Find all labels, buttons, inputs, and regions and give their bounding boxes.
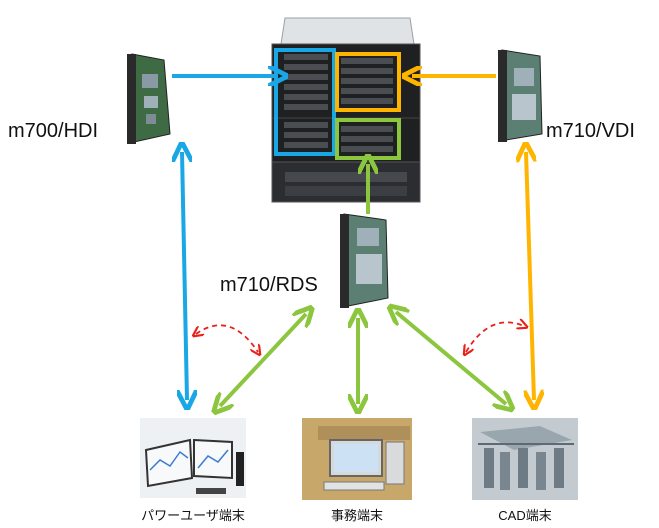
power-user-terminal-image <box>140 418 246 498</box>
arrow-m710-rds-to-cad <box>396 312 506 404</box>
arrow-m700-to-power-user <box>182 152 187 400</box>
server-chassis-image <box>271 17 421 203</box>
label-cad-terminal: CAD端末 <box>498 508 552 523</box>
label-m700: m700/HDI <box>8 120 99 142</box>
arrow-m710-rds-to-power-user <box>220 314 306 406</box>
label-m710-vdi: m710/VDI <box>546 120 635 142</box>
office-terminal-image <box>302 418 412 500</box>
label-office-terminal: 事務端末 <box>330 508 383 523</box>
dashed-arrow-right <box>466 322 524 352</box>
dashed-arrow-left <box>196 324 258 352</box>
arrow-m710-vdi-to-cad <box>526 152 534 400</box>
cad-terminal-image <box>472 418 578 500</box>
m710-rds-cartridge-image <box>340 213 389 308</box>
label-m710-rds: m710/RDS <box>220 274 318 296</box>
m710-vdi-cartridge-image <box>498 49 543 142</box>
m700-cartridge-image <box>127 53 171 144</box>
label-power-user-terminal: パワーユーザ端末 <box>141 508 245 523</box>
